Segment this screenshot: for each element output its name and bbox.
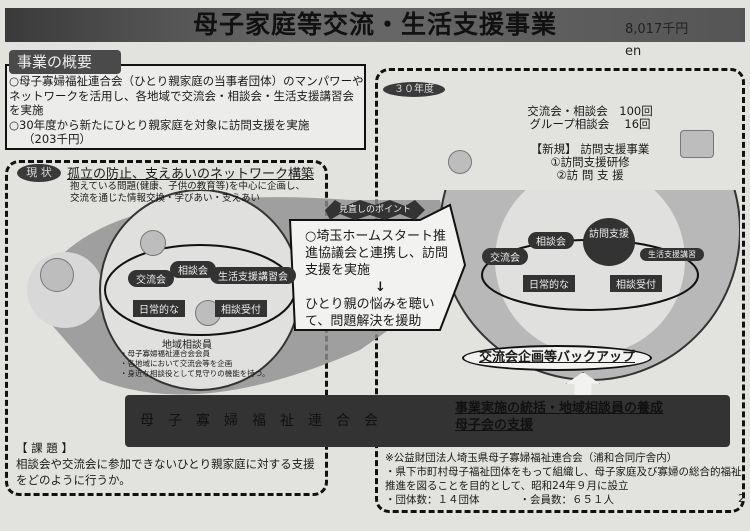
overview-line: （203千円） bbox=[23, 132, 91, 146]
federation-name: 母子寡婦福祉連合会 bbox=[140, 413, 392, 429]
tag-life-support: 生活支援講習会 bbox=[210, 267, 296, 284]
issue-text: 相談会や交流会に参加できないひとり親家庭に対する支援をどのように行うか。 bbox=[16, 457, 315, 487]
tag-reception: 相談受付 bbox=[215, 300, 267, 317]
fy30-stats: 交流会・相談会 100回 グループ相談会 16回 【新規】 訪問支援事業 ①訪問… bbox=[470, 105, 710, 182]
tag-exchange: 交流会 bbox=[128, 270, 174, 287]
page-title: 母子家庭等交流・生活支援事業 bbox=[192, 10, 557, 39]
project-item: ②訪 問 支 援 bbox=[556, 168, 624, 182]
fy30-tag-daily: 日常的な bbox=[523, 275, 575, 292]
overview-line: ○30年度から新たにひとり親家庭を対象に訪問支援を実施 bbox=[9, 117, 310, 132]
annotation-text: en bbox=[625, 44, 642, 59]
parent-child-illustration bbox=[40, 258, 74, 292]
fy30-tag-exchange: 交流会 bbox=[482, 248, 528, 265]
down-arrow-icon: ↓ bbox=[375, 280, 386, 295]
counselor-label: 地域相談員 bbox=[162, 340, 212, 351]
member-count: ・会員数：６５１人 bbox=[519, 494, 615, 506]
fy30-tag-visit-support: 訪問支援 bbox=[583, 218, 635, 266]
issue-label: 【 課 題 】 bbox=[16, 441, 73, 455]
footnote: ※公益財団法人埼玉県母子寡婦福祉連合会（浦和合同庁舎内） ・県下市町村母子福祉団… bbox=[385, 451, 745, 507]
footnote-line: ・県下市町村母子福祉団体をもって組織し、母子家庭及び寡婦の総合的福祉推進を図るこ… bbox=[385, 466, 742, 492]
federation-bar bbox=[125, 395, 730, 447]
tag-consultation: 相談会 bbox=[170, 261, 216, 278]
overview-box bbox=[5, 64, 366, 150]
role-line: 事業実施の統括・地域相談員の養成 bbox=[455, 401, 664, 416]
group-count: ・団体数：１４団体 bbox=[385, 494, 480, 506]
note-line: ・母子寡婦福祉連合会会員 bbox=[120, 349, 210, 358]
subtext-line: 抱えている問題(健康、子供の教育等)を中心に企画し、 bbox=[70, 181, 305, 192]
laptop-person-illustration bbox=[680, 130, 714, 158]
current-badge: 現 状 bbox=[17, 164, 61, 182]
subtext-line: 交流を通じた情報交換・学びあい・支えあい bbox=[70, 193, 261, 204]
current-subtext: 抱えている問題(健康、子供の教育等)を中心に企画し、 交流を通じた情報交換・学び… bbox=[70, 181, 305, 205]
note-line: ・身近な相談役として見守りの機能を持つ。 bbox=[120, 369, 270, 378]
budget-amount: 8,017千円 bbox=[625, 22, 689, 37]
fy30-badge: ３０年度 bbox=[383, 82, 445, 97]
callout-line: ○埼玉ホームスタート推進協議会と連携し、訪問支援を実施 bbox=[305, 229, 449, 278]
stat-line: グループ相談会 16回 bbox=[529, 117, 651, 131]
footnote-line: ※公益財団法人埼玉県母子寡婦福祉連合会（浦和合同庁舎内） bbox=[385, 452, 678, 464]
overview-line: ○母子寡婦福祉連合会（ひとり親家庭の当事者団体）のマンパワーやネットワークを活用… bbox=[9, 74, 364, 117]
new-project: 【新規】 訪問支援事業 bbox=[530, 142, 650, 156]
tag-daily: 日常的な bbox=[133, 300, 185, 317]
current-heading: 孤立の防止、支えあいのネットワーク構築 bbox=[67, 167, 315, 182]
federation-role: 事業実施の統括・地域相談員の養成 母子会の支援 bbox=[455, 400, 663, 434]
issue-section: 【 課 題 】 相談会や交流会に参加できないひとり親家庭に対する支援をどのように… bbox=[16, 440, 316, 488]
callout-line: ひとり親の悩みを聴いて、問題解決を援助 bbox=[305, 297, 435, 329]
flow-arrow-graphic bbox=[27, 190, 740, 395]
note-line: ・各地域において交流会等を企画 bbox=[120, 359, 233, 368]
backup-label: 交流会企画等バックアップ bbox=[462, 345, 652, 371]
callout-text: ○埼玉ホームスタート推進協議会と連携し、訪問支援を実施 ↓ ひとり親の悩みを聴い… bbox=[305, 228, 455, 330]
role-line: 母子会の支援 bbox=[455, 418, 534, 433]
person-illustration bbox=[140, 230, 166, 256]
counselor-notes: ・母子寡婦福祉連合会会員 ・各地域において交流会等を企画 ・身近な相談役として見… bbox=[120, 349, 269, 379]
overview-text: ○母子寡婦福祉連合会（ひとり親家庭の当事者団体）のマンパワーやネットワークを活用… bbox=[9, 74, 365, 147]
fy30-tag-reception: 相談受付 bbox=[610, 275, 662, 292]
page-number: 2 bbox=[738, 492, 745, 505]
fy30-tag-consultation: 相談会 bbox=[528, 232, 574, 249]
title-bar bbox=[5, 8, 745, 42]
stat-line: 交流会・相談会 100回 bbox=[527, 104, 653, 118]
project-item: ①訪問支援研修 bbox=[550, 155, 630, 169]
overview-label: 事業の概要 bbox=[9, 50, 121, 74]
fy30-tag-life-support: 生活支援講習 bbox=[640, 248, 704, 261]
family-illustration bbox=[448, 150, 472, 174]
